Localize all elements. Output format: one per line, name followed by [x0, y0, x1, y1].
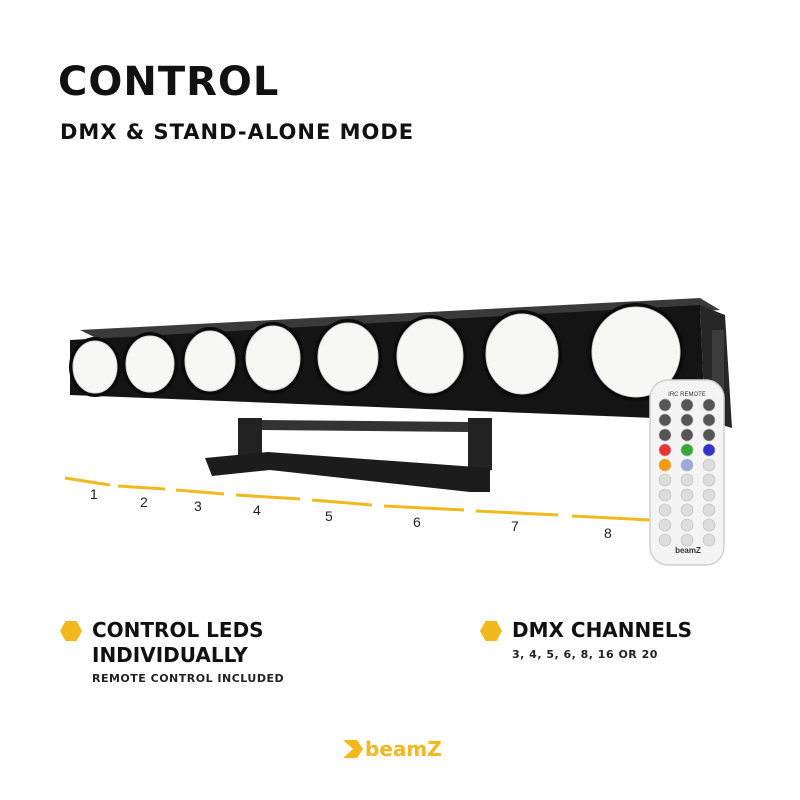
remote-button — [658, 398, 672, 412]
led-number: 6 — [413, 514, 421, 530]
remote-button — [658, 413, 672, 427]
remote-buttons — [658, 398, 716, 547]
led-lens — [245, 325, 301, 391]
led-lens — [125, 335, 175, 393]
led-lenses — [69, 303, 684, 401]
remote-button — [702, 488, 716, 502]
feature-subtitle: 3, 4, 5, 6, 8, 16 OR 20 — [512, 648, 658, 661]
led-lens — [317, 322, 379, 392]
remote-button — [658, 488, 672, 502]
led-number-labels: 1 2 3 4 5 6 7 8 — [90, 486, 612, 541]
feature-title: DMX CHANNELS — [512, 618, 693, 642]
guide-segment — [117, 484, 166, 491]
guide-segment — [64, 476, 111, 487]
led-number: 4 — [253, 502, 261, 518]
remote-button — [702, 473, 716, 487]
remote-button — [680, 413, 694, 427]
guide-segment — [475, 509, 559, 517]
led-lens — [396, 318, 464, 394]
led-position-guide — [64, 476, 651, 522]
remote-button — [702, 518, 716, 532]
led-lens — [72, 340, 118, 394]
led-lens — [184, 330, 236, 392]
remote-button — [680, 458, 694, 472]
remote-button — [702, 503, 716, 517]
remote-button — [680, 428, 694, 442]
mounting-bracket — [205, 418, 492, 492]
led-number: 1 — [90, 486, 98, 502]
led-lens — [591, 306, 681, 398]
remote-button — [680, 518, 694, 532]
led-number: 7 — [511, 518, 519, 534]
remote-button — [658, 518, 672, 532]
remote-button — [680, 473, 694, 487]
remote-button — [702, 533, 716, 547]
remote-button — [702, 413, 716, 427]
guide-segment — [311, 498, 373, 507]
led-number: 5 — [325, 508, 333, 524]
page-subtitle: DMX & STAND-ALONE MODE — [60, 120, 415, 144]
remote-label: IRC REMOTE — [668, 392, 706, 398]
beamz-logo-icon — [343, 740, 363, 758]
guide-segment — [235, 493, 301, 501]
remote-button — [658, 473, 672, 487]
remote-button — [680, 443, 694, 457]
remote-button — [680, 503, 694, 517]
remote-button — [702, 428, 716, 442]
led-number: 8 — [604, 525, 612, 541]
remote-button — [680, 488, 694, 502]
hexagon-bullet-icon — [480, 621, 502, 641]
guide-segment — [571, 514, 651, 522]
remote-button — [680, 398, 694, 412]
remote-button — [658, 533, 672, 547]
remote-button — [702, 398, 716, 412]
ir-remote: IRC REMOTE beamZ — [649, 379, 725, 566]
remote-brand: beamZ — [675, 546, 701, 555]
led-number: 2 — [140, 494, 148, 510]
feature-subtitle: REMOTE CONTROL INCLUDED — [92, 672, 285, 685]
remote-button — [658, 458, 672, 472]
remote-button — [680, 533, 694, 547]
remote-button — [702, 443, 716, 457]
page-title: CONTROL — [58, 59, 280, 105]
remote-button — [702, 458, 716, 472]
hexagon-bullet-icon — [60, 621, 82, 641]
brand-name: beamZ — [365, 737, 442, 761]
led-lens — [485, 313, 559, 395]
remote-button — [658, 503, 672, 517]
guide-segment — [175, 488, 225, 496]
brand-logo: beamZ — [343, 737, 442, 761]
guide-segment — [383, 504, 465, 512]
remote-button — [658, 443, 672, 457]
led-number: 3 — [194, 498, 202, 514]
feature-title: CONTROL LEDS INDIVIDUALLY — [92, 618, 264, 667]
remote-button — [658, 428, 672, 442]
